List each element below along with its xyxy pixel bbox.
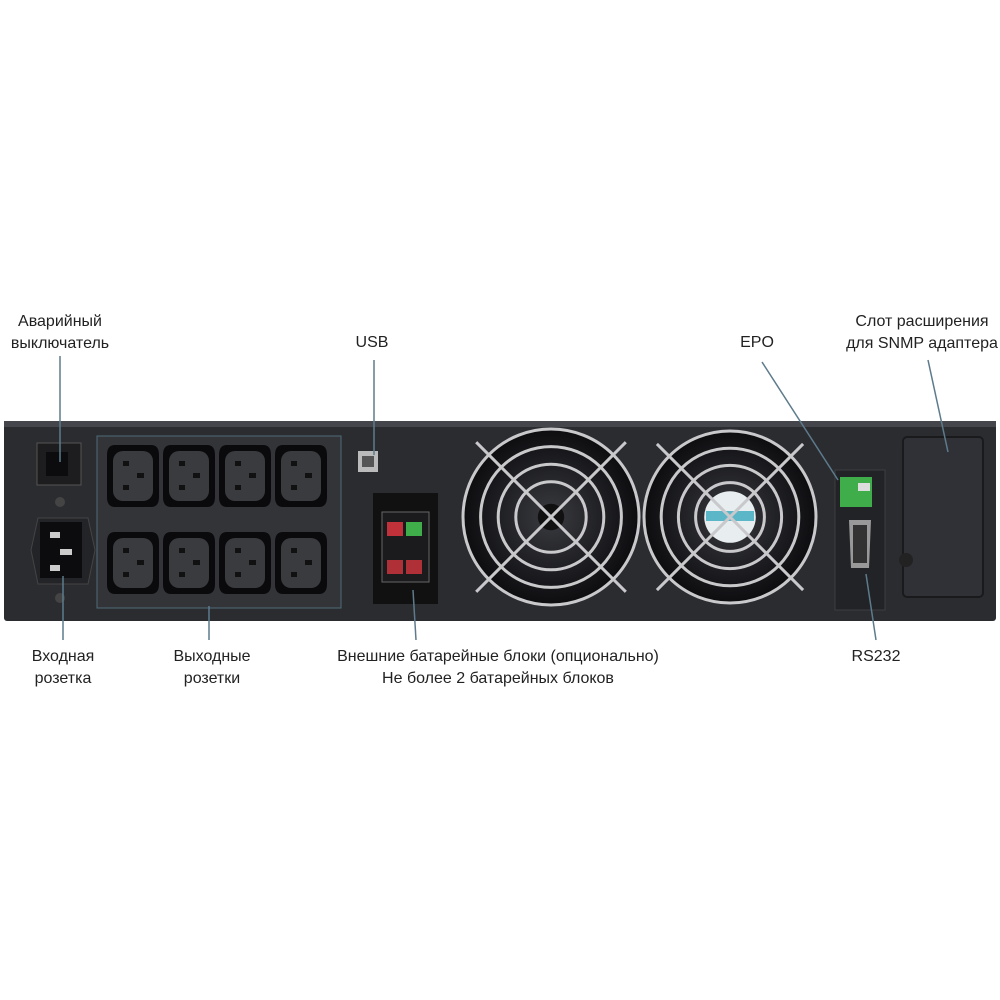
output-outlet	[219, 532, 271, 594]
label-line: розетки	[183, 670, 241, 687]
output-outlet	[163, 532, 215, 594]
label-output-sockets: Выходные розетки	[173, 646, 250, 690]
rs232-port	[849, 520, 871, 568]
label-line: Внешние батарейные блоки (опционально)	[337, 648, 659, 665]
output-outlet	[219, 445, 271, 507]
label-line: Слот расширения	[855, 313, 989, 330]
cooling-fan	[642, 429, 818, 605]
output-outlet	[107, 445, 159, 507]
label-line: Не более 2 батарейных блоков	[382, 670, 614, 687]
label-usb: USB	[355, 334, 389, 351]
snmp-slot-cover	[902, 436, 984, 598]
label-input-socket: Входная розетка	[32, 646, 95, 690]
external-battery-connector	[373, 493, 438, 604]
label-epo: EPO	[740, 334, 774, 351]
label-rs232: RS232	[851, 648, 901, 665]
label-line: Выходные	[173, 648, 251, 665]
label-line: Аварийный	[18, 313, 102, 330]
label-line: розетка	[34, 670, 92, 687]
emergency-switch	[36, 442, 82, 486]
epo-connector	[840, 477, 872, 507]
leader-lines	[59, 356, 949, 641]
input-socket	[30, 497, 96, 603]
label-snmp-slot: Слот расширения для SNMP адаптера	[846, 311, 998, 355]
label-external-battery: Внешние батарейные блоки (опционально) Н…	[337, 646, 659, 690]
output-outlet	[107, 532, 159, 594]
output-outlet	[275, 445, 327, 507]
label-line: Входная	[31, 648, 95, 665]
label-line: для SNMP адаптера	[846, 335, 998, 352]
usb-port	[358, 451, 378, 472]
label-emergency-switch: Аварийный выключатель	[11, 311, 109, 355]
cooling-fan	[461, 427, 641, 607]
label-line: выключатель	[10, 335, 110, 352]
output-outlet	[275, 532, 327, 594]
output-outlet	[163, 445, 215, 507]
